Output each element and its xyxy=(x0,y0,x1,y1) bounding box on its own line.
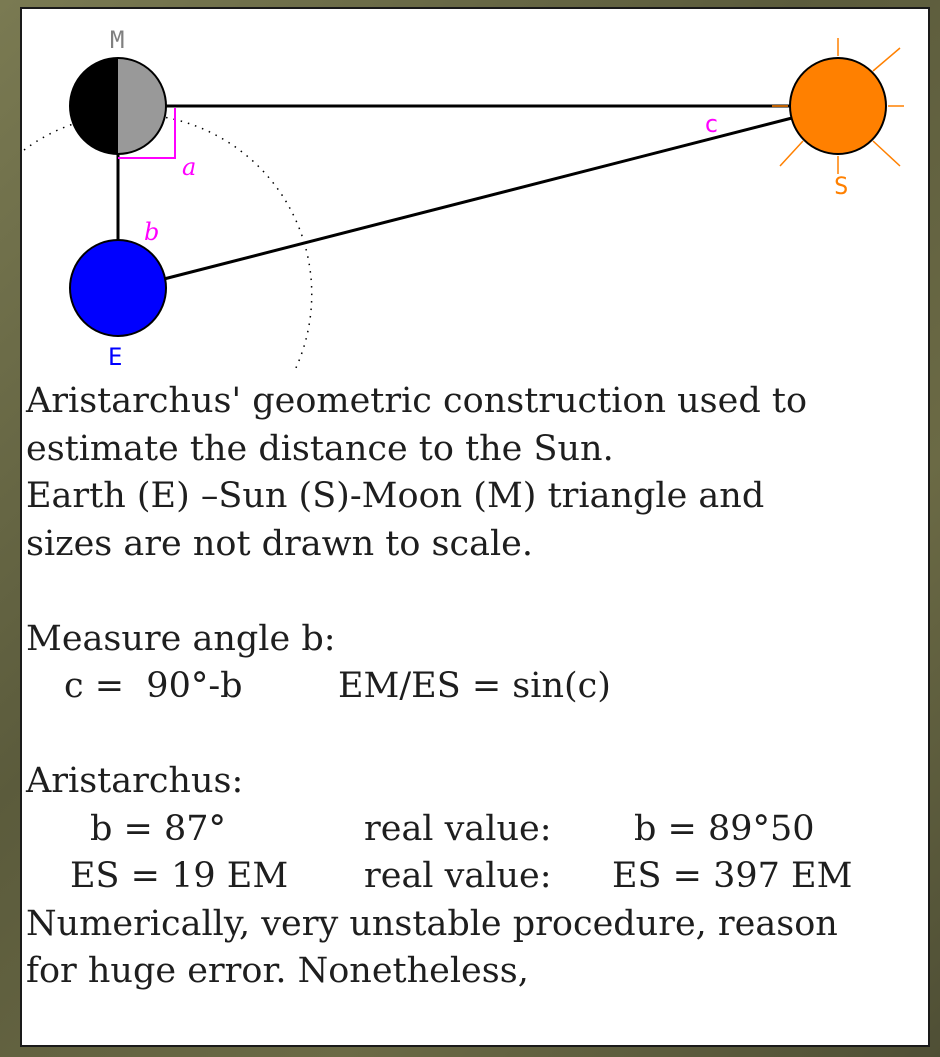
measure-heading: Measure angle b: xyxy=(26,618,336,659)
earth-sun-line xyxy=(159,116,793,282)
formula-row: c = 90°-b EM/ES = sin(c) xyxy=(26,663,906,711)
real-value-label-2: real value: xyxy=(364,856,552,896)
moon-icon xyxy=(69,57,167,155)
sun-label: S xyxy=(834,172,848,200)
caption-line-4: sizes are not drawn to scale. xyxy=(26,523,533,564)
right-angle-mark xyxy=(118,108,176,159)
b-value-row: b = 87° real value: b = 89°50 xyxy=(26,806,906,854)
slide-frame xyxy=(20,7,930,1047)
caption-line-3: Earth (E) –Sun (S)-Moon (M) triangle and xyxy=(26,476,765,516)
sun-icon xyxy=(789,57,887,155)
conclusion-line-1: Numerically, very unstable procedure, re… xyxy=(26,903,838,944)
sun-rays xyxy=(772,38,904,174)
caption-line-2: estimate the distance to the Sun. xyxy=(26,428,614,469)
caption-text: Aristarchus' geometric construction used… xyxy=(26,378,906,996)
conclusion-line-2: for huge error. Nonetheless, xyxy=(26,951,529,991)
real-value-label-1: real value: xyxy=(364,808,552,849)
b-real-value: b = 89°50 xyxy=(634,808,815,849)
earth-icon xyxy=(69,239,167,337)
angle-a-label: a xyxy=(182,153,196,181)
b-value: b = 87° xyxy=(90,808,227,849)
formula-c: c = 90°-b xyxy=(64,666,243,706)
es-value-row: ES = 19 EM real value: ES = 397 EM xyxy=(26,853,906,901)
moon-orbit-arc xyxy=(23,113,313,371)
es-real-value: ES = 397 EM xyxy=(612,856,853,896)
earth-label: E xyxy=(108,343,122,371)
caption-line-1: Aristarchus' geometric construction used… xyxy=(26,381,808,421)
aristarchus-diagram: M E S a b c xyxy=(23,26,904,371)
angle-c-label: c xyxy=(704,110,718,138)
angle-b-label: b xyxy=(144,218,159,246)
es-value: ES = 19 EM xyxy=(70,856,289,896)
moon-label: M xyxy=(110,26,124,54)
formula-ratio: EM/ES = sin(c) xyxy=(338,666,611,706)
aristarchus-heading: Aristarchus: xyxy=(26,761,244,801)
